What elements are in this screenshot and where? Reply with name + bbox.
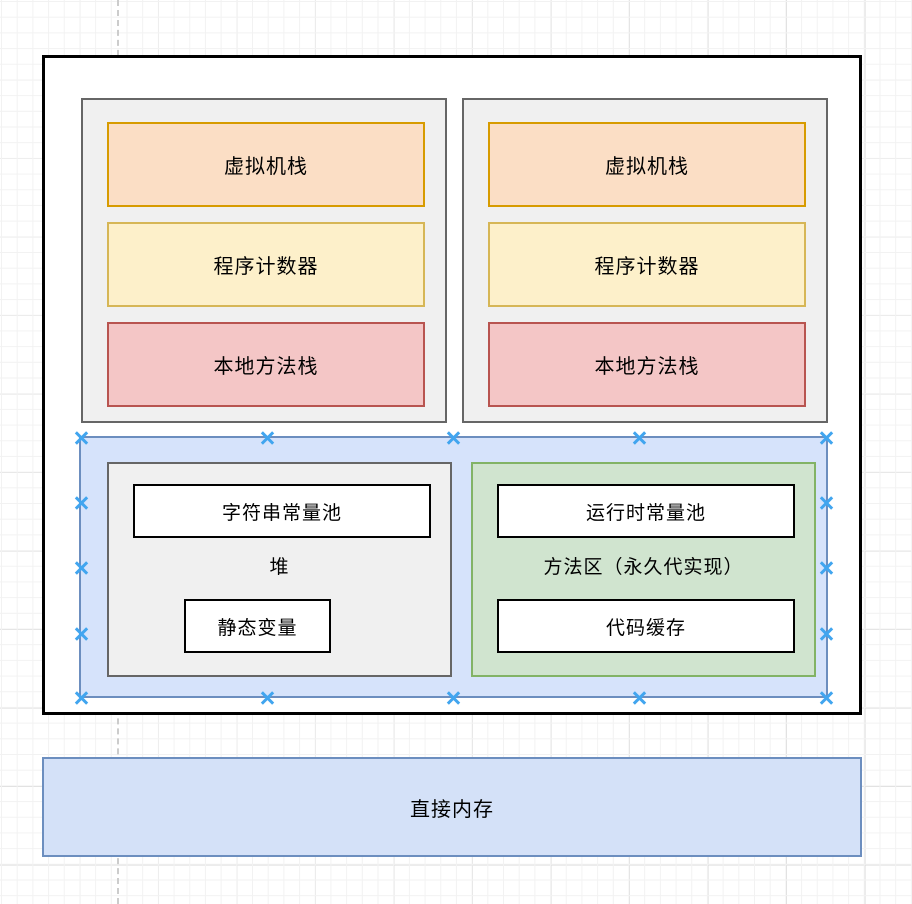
- selection-handle-top-left[interactable]: [73, 430, 89, 446]
- native-method-stack-box-1[interactable]: 本地方法栈: [107, 322, 425, 407]
- vm-stack-box-2[interactable]: 虚拟机栈: [488, 122, 806, 207]
- selection-handle-bottom-1[interactable]: [259, 690, 275, 706]
- heap-label: 堆: [269, 557, 290, 578]
- code-cache-box[interactable]: 代码缓存: [497, 599, 795, 653]
- jvm-runtime-data-area-frame[interactable]: 虚拟机栈 程序计数器 本地方法栈 虚拟机栈 程序计数器 本地方法栈: [42, 55, 862, 715]
- selection-handle-bottom-2[interactable]: [631, 690, 647, 706]
- selection-handle-right-1[interactable]: [818, 495, 834, 511]
- thread-group-1[interactable]: 虚拟机栈 程序计数器 本地方法栈: [81, 98, 447, 423]
- selection-handle-left-1[interactable]: [73, 495, 89, 511]
- selection-handle-right-2[interactable]: [818, 626, 834, 642]
- selection-handle-right-middle[interactable]: [818, 560, 834, 576]
- shared-memory-region-selected[interactable]: 字符串常量池 堆 静态变量 运行时常量池 方法区（永久代实现） 代码缓存: [79, 436, 828, 698]
- selection-handle-top-2[interactable]: [631, 430, 647, 446]
- selection-handle-bottom-left[interactable]: [73, 690, 89, 706]
- thread-group-2[interactable]: 虚拟机栈 程序计数器 本地方法栈: [462, 98, 828, 423]
- string-constant-pool-box[interactable]: 字符串常量池: [133, 484, 431, 538]
- heap-area[interactable]: 字符串常量池 堆 静态变量: [107, 462, 452, 677]
- vm-stack-box-1[interactable]: 虚拟机栈: [107, 122, 425, 207]
- program-counter-box-2[interactable]: 程序计数器: [488, 222, 806, 307]
- selection-handle-top-1[interactable]: [259, 430, 275, 446]
- static-variables-box[interactable]: 静态变量: [184, 599, 331, 653]
- method-area[interactable]: 运行时常量池 方法区（永久代实现） 代码缓存: [471, 462, 816, 677]
- selection-handle-left-2[interactable]: [73, 626, 89, 642]
- selection-handle-bottom-center[interactable]: [445, 690, 461, 706]
- runtime-constant-pool-box[interactable]: 运行时常量池: [497, 484, 795, 538]
- method-area-label: 方法区（永久代实现）: [543, 557, 744, 578]
- native-method-stack-box-2[interactable]: 本地方法栈: [488, 322, 806, 407]
- selection-handle-bottom-right[interactable]: [818, 690, 834, 706]
- selection-handle-left-middle[interactable]: [73, 560, 89, 576]
- program-counter-box-1[interactable]: 程序计数器: [107, 222, 425, 307]
- selection-handle-top-right[interactable]: [818, 430, 834, 446]
- selection-handle-top-center[interactable]: [445, 430, 461, 446]
- direct-memory-box[interactable]: 直接内存: [42, 757, 862, 857]
